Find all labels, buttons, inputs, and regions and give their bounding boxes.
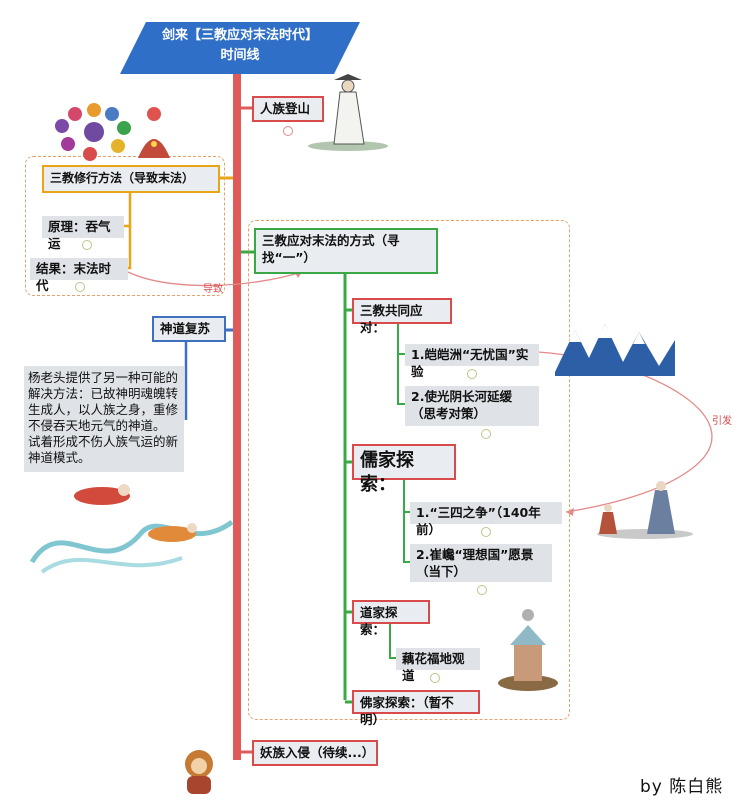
node-gongtong-2-label: 2.使光阴长河延缓（思考对策） bbox=[411, 389, 512, 421]
node-shendao-label: 神道复苏 bbox=[160, 321, 211, 336]
node-shendao-fusu: 神道复苏 bbox=[152, 316, 226, 342]
node-gongtong-label: 三教共同应对： bbox=[360, 303, 423, 335]
flying-immortals-illustration bbox=[29, 484, 234, 574]
author-byline: by 陈白熊 bbox=[640, 777, 724, 797]
shendao-note-line-6: 神道模式。 bbox=[28, 450, 91, 465]
node-rujia-2-label: 2.崔巉“理想国”愿景（当下） bbox=[416, 547, 534, 579]
marker-2 bbox=[82, 240, 92, 250]
node-rujia-2: 2.崔巉“理想国”愿景（当下） bbox=[410, 544, 552, 582]
marker-6 bbox=[481, 527, 491, 537]
shendao-note-line-3: 生成人，以人族之身，重修 bbox=[28, 402, 179, 417]
scholars-illustration bbox=[597, 481, 693, 539]
node-yaozu-label: 妖族入侵（待续...） bbox=[260, 745, 375, 760]
node-yuanli-label: 原理：吞气运 bbox=[48, 219, 111, 251]
node-daojia: 道家探索： bbox=[352, 600, 430, 637]
node-yuanli: 原理：吞气运 bbox=[42, 216, 124, 251]
title-line-2: 时间线 bbox=[220, 48, 260, 63]
node-rujia-label: 儒家探索： bbox=[360, 450, 414, 495]
marker-5 bbox=[481, 429, 491, 439]
title-line-1: 剑来【三教应对末法时代】 bbox=[161, 28, 318, 43]
shendao-note-line-4: 不侵吞天地元气的神道。 bbox=[28, 418, 166, 433]
node-daojia-1: 藕花福地观道 bbox=[396, 648, 480, 683]
node-sanjiao-xiuxing: 三教修行方法（导致末法） bbox=[42, 165, 220, 193]
sage-illustration bbox=[308, 74, 388, 151]
node-rujia: 儒家探索： bbox=[352, 444, 456, 495]
shendao-note-line-1: 杨老头提供了另一种可能的 bbox=[28, 370, 179, 385]
node-jieguo: 结果：末法时代 bbox=[30, 258, 128, 293]
node-gongtong-1-label: 1.皑皑洲“无忧国”实验 bbox=[411, 347, 529, 379]
node-sanjiao-xiuxing-label: 三教修行方法（导致末法） bbox=[50, 171, 195, 185]
link-label-yinfa: 引发 bbox=[712, 416, 732, 427]
node-rujia-1: 1.“三四之争”（140年前） bbox=[410, 502, 562, 537]
diagram-title: 剑来【三教应对末法时代】 时间线 bbox=[120, 26, 360, 66]
node-fojia: 佛家探索：（暂不明） bbox=[352, 690, 480, 727]
node-daojia-1-label: 藕花福地观道 bbox=[402, 651, 465, 683]
shendao-note: 杨老头提供了另一种可能的 解决方法：已故神明魂魄转 生成人，以人族之身，重修 不… bbox=[24, 366, 184, 472]
monkey-illustration bbox=[185, 750, 213, 794]
link-label-daozhi: 导致 bbox=[203, 284, 223, 295]
node-fojia-label: 佛家探索：（暂不明） bbox=[360, 695, 454, 727]
link-daozhi bbox=[127, 271, 303, 287]
marker-1 bbox=[283, 126, 293, 136]
timeline-spine bbox=[233, 70, 241, 760]
chakra-icons-illustration bbox=[55, 103, 170, 161]
group-xiuxing bbox=[25, 156, 225, 296]
node-renzu-label: 人族登山 bbox=[260, 101, 311, 116]
mountain-illustration bbox=[555, 324, 675, 376]
floating-island-illustration bbox=[498, 609, 558, 691]
shendao-note-line-5: 试着形成不伤人族气运的新 bbox=[28, 434, 179, 449]
marker-8 bbox=[430, 673, 440, 683]
group-yingdui bbox=[248, 220, 570, 720]
node-renzu-dengshan: 人族登山 bbox=[252, 96, 324, 122]
node-sanjiao-yingdui-label: 三教应对末法的方式（寻找“一”） bbox=[262, 233, 400, 265]
marker-3 bbox=[75, 282, 85, 292]
node-sanjiao-yingdui: 三教应对末法的方式（寻找“一”） bbox=[254, 228, 438, 274]
title-banner bbox=[120, 22, 360, 74]
node-jieguo-label: 结果：末法时代 bbox=[36, 261, 112, 293]
shendao-note-line-2: 解决方法：已故神明魂魄转 bbox=[28, 386, 179, 401]
node-rujia-1-label: 1.“三四之争”（140年前） bbox=[416, 505, 541, 537]
marker-4 bbox=[467, 369, 477, 379]
node-daojia-label: 道家探索： bbox=[360, 605, 398, 637]
node-gongtong: 三教共同应对： bbox=[352, 298, 452, 335]
node-gongtong-2: 2.使光阴长河延缓（思考对策） bbox=[405, 386, 539, 426]
marker-7 bbox=[477, 585, 487, 595]
node-yaozu-ruqin: 妖族入侵（待续...） bbox=[252, 740, 378, 766]
node-gongtong-1: 1.皑皑洲“无忧国”实验 bbox=[405, 344, 539, 379]
